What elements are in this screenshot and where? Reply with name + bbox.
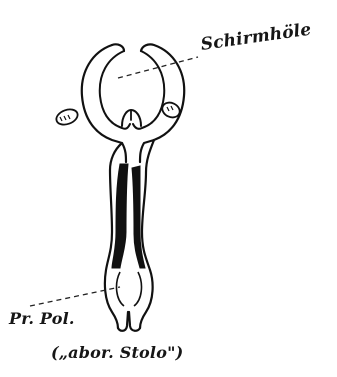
pr-pol-label: Pr. Pol. bbox=[9, 311, 75, 327]
bell-left-tip bbox=[112, 44, 124, 51]
stalk-bottom-lobes bbox=[118, 312, 140, 331]
stalk-dark-canal bbox=[112, 164, 128, 268]
left-tentacle-bulb bbox=[54, 107, 79, 128]
stalk-right-outline bbox=[140, 140, 154, 328]
bell-inner-outline bbox=[100, 51, 165, 129]
lower-pouch-inner bbox=[117, 272, 142, 306]
stolo-caption: („abor. Stolo") bbox=[51, 345, 183, 361]
